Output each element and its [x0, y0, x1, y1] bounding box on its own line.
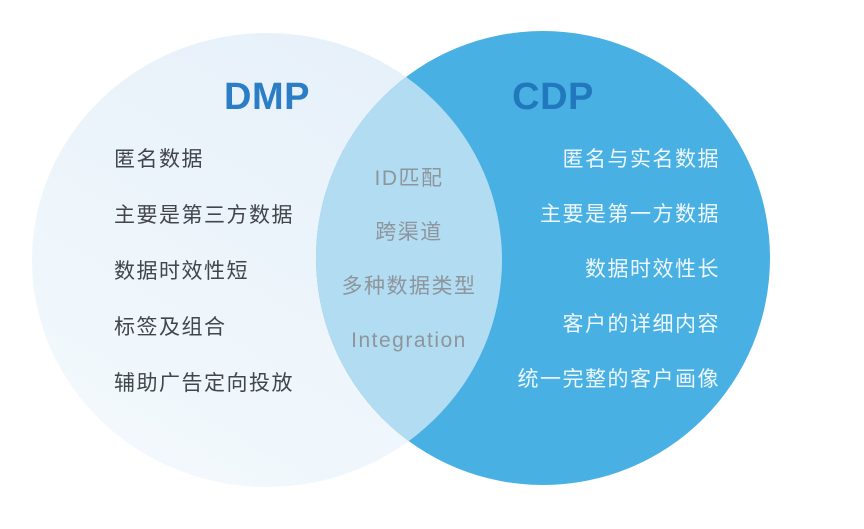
overlap-lens [316, 33, 502, 485]
list-item: 跨渠道 [375, 221, 443, 244]
dmp-title: DMP [224, 76, 310, 118]
list-item: 主要是第一方数据 [540, 203, 720, 226]
cdp-item-list: 匿名与实名数据 主要是第一方数据 数据时效性长 客户的详细内容 统一完整的客户画… [470, 149, 720, 391]
list-item: 匿名与实名数据 [562, 148, 720, 171]
list-item: 辅助广告定向投放 [114, 372, 294, 395]
list-item: 数据时效性短 [114, 260, 249, 283]
overlap-item-list: ID匹配 跨渠道 多种数据类型 Integration [309, 168, 509, 352]
dmp-item-list: 匿名数据 主要是第三方数据 数据时效性短 标签及组合 辅助广告定向投放 [114, 149, 294, 395]
list-item: 多种数据类型 [341, 275, 477, 298]
list-item: 客户的详细内容 [562, 313, 720, 336]
list-item: Integration [351, 329, 467, 352]
list-item: ID匹配 [374, 167, 444, 190]
list-item: 标签及组合 [114, 316, 227, 339]
list-item: 统一完整的客户画像 [517, 368, 720, 391]
list-item: 匿名数据 [114, 148, 204, 171]
list-item: 主要是第三方数据 [114, 204, 294, 227]
cdp-title: CDP [512, 76, 594, 118]
list-item: 数据时效性长 [585, 258, 720, 281]
